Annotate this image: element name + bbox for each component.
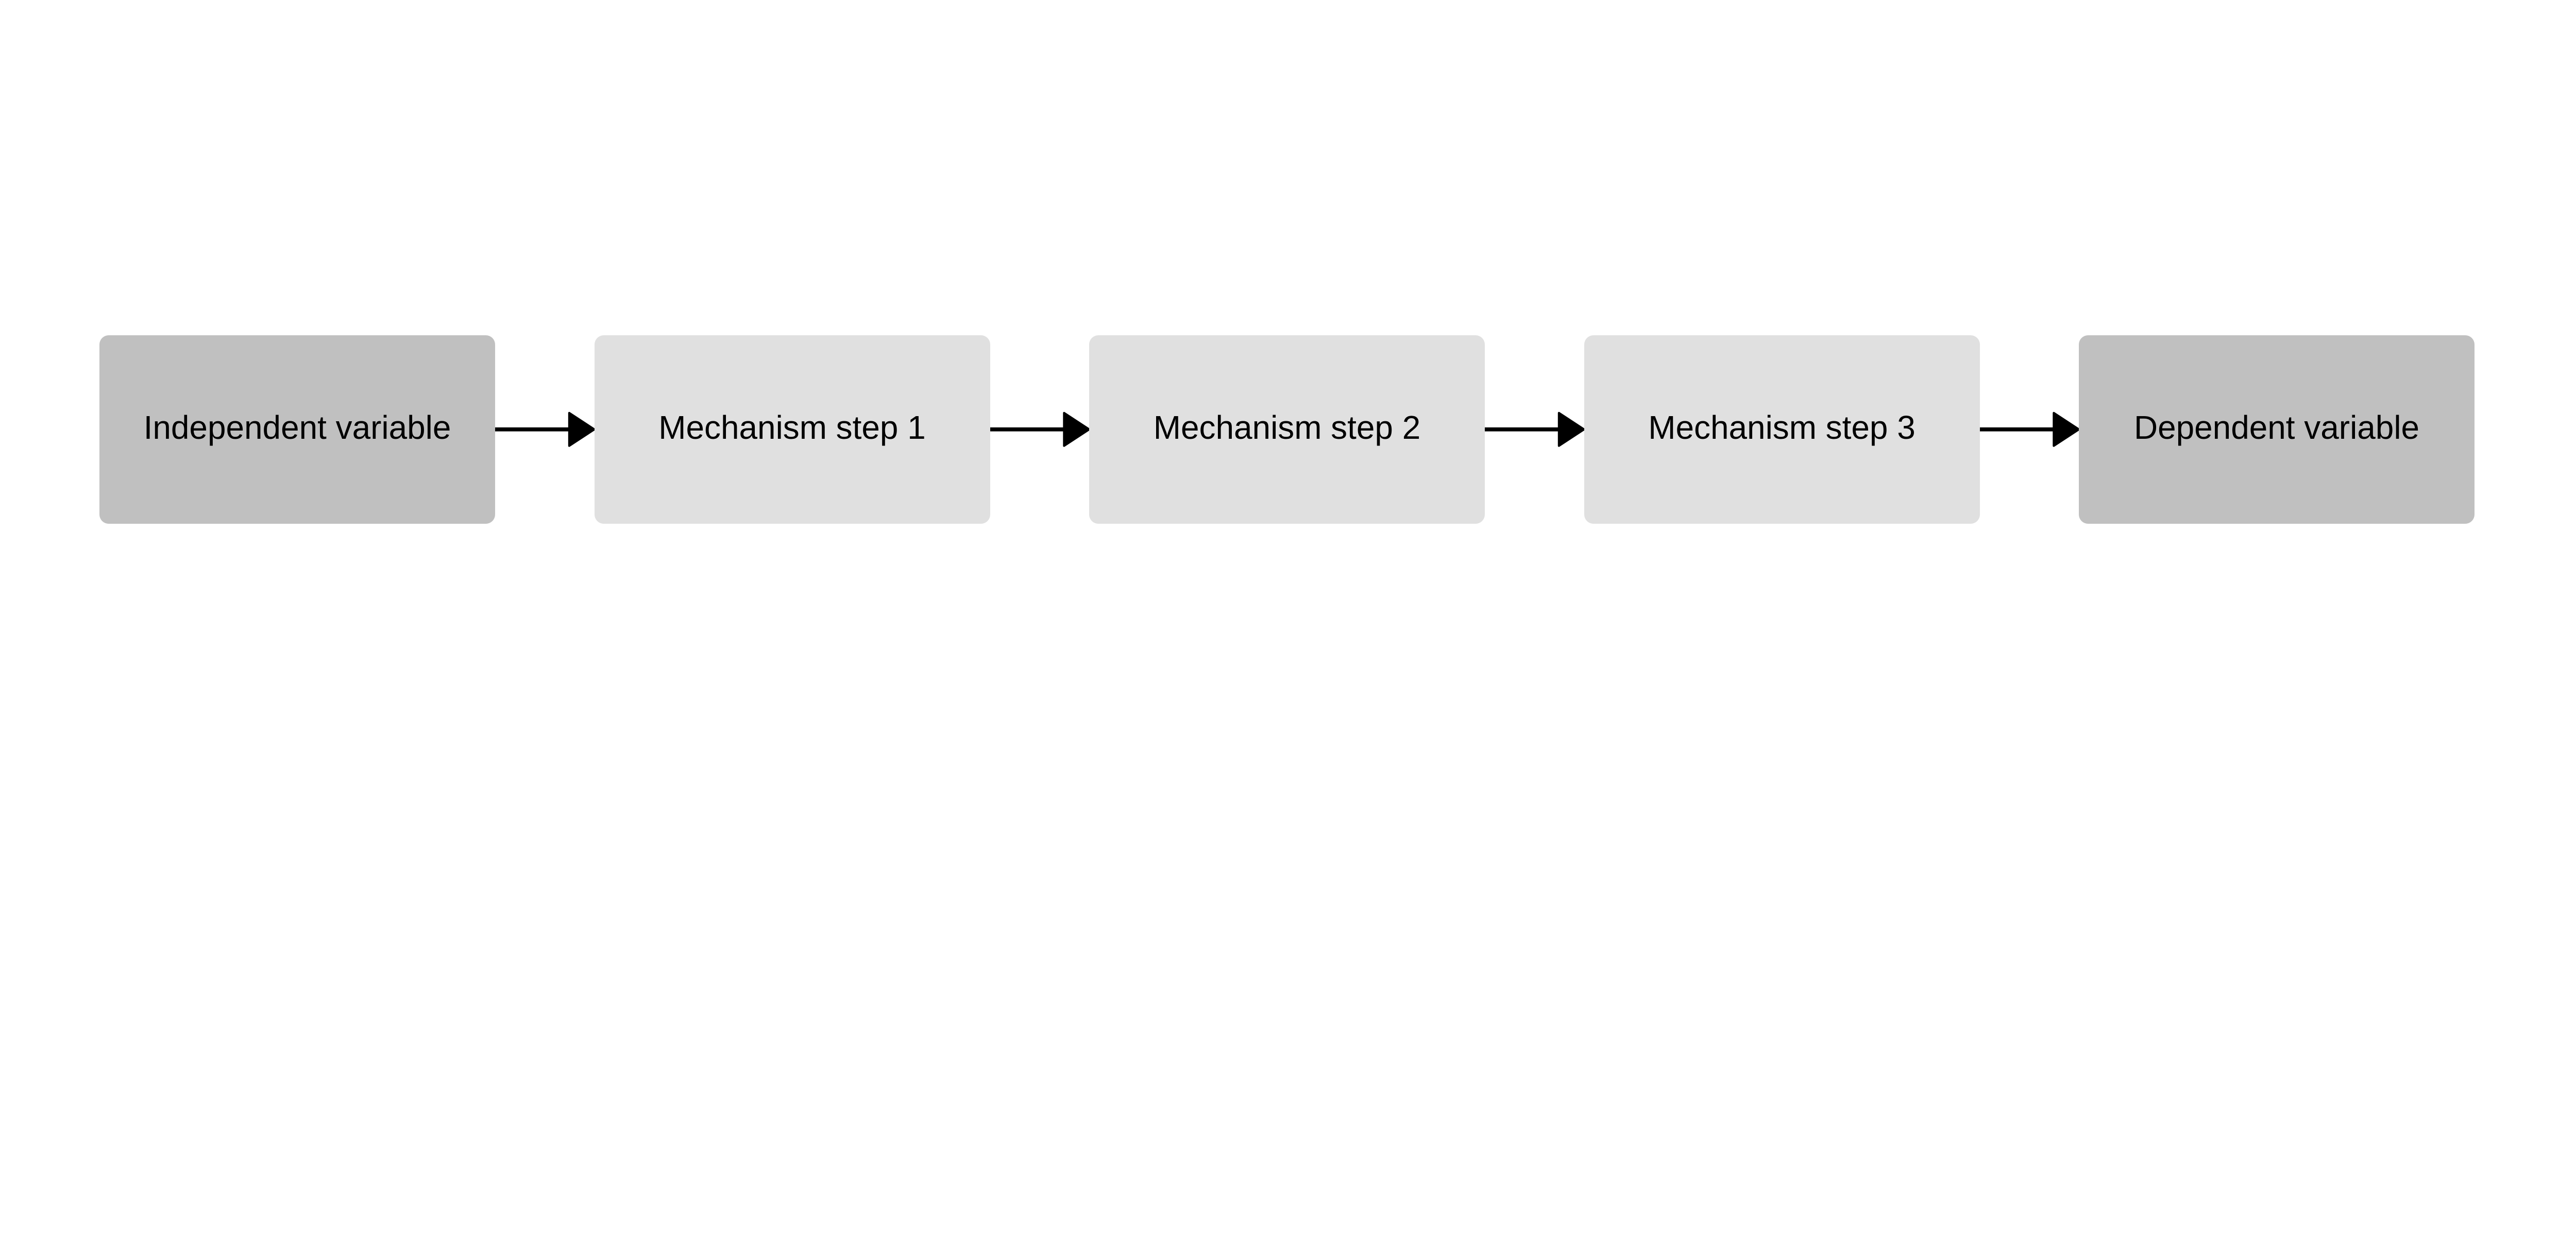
node-label: Mechanism step 3 bbox=[1648, 408, 1916, 446]
node-label: Independent variable bbox=[143, 408, 451, 446]
node-label: Dependent variable bbox=[2133, 408, 2420, 446]
arrow-3 bbox=[1483, 411, 1585, 447]
arrow-head bbox=[568, 411, 596, 447]
arrow-1 bbox=[493, 411, 596, 447]
node-mechanism-step-1: Mechanism step 1 bbox=[594, 335, 990, 524]
node-mechanism-step-2: Mechanism step 2 bbox=[1089, 335, 1485, 524]
node-independent-variable: Independent variable bbox=[99, 335, 495, 524]
arrows-layer bbox=[493, 411, 2080, 447]
node-label: Mechanism step 1 bbox=[658, 408, 926, 446]
arrow-2 bbox=[988, 411, 1091, 447]
flow-row: Independent variable Mechanism step 1 Me… bbox=[0, 335, 2576, 524]
arrow-head bbox=[1063, 411, 1091, 447]
node-mechanism-step-3: Mechanism step 3 bbox=[1584, 335, 1980, 524]
arrow-head bbox=[2053, 411, 2080, 447]
node-label: Mechanism step 2 bbox=[1153, 408, 1421, 446]
arrow-head bbox=[1557, 411, 1585, 447]
node-dependent-variable: Dependent variable bbox=[2079, 335, 2475, 524]
arrow-4 bbox=[1977, 411, 2080, 447]
